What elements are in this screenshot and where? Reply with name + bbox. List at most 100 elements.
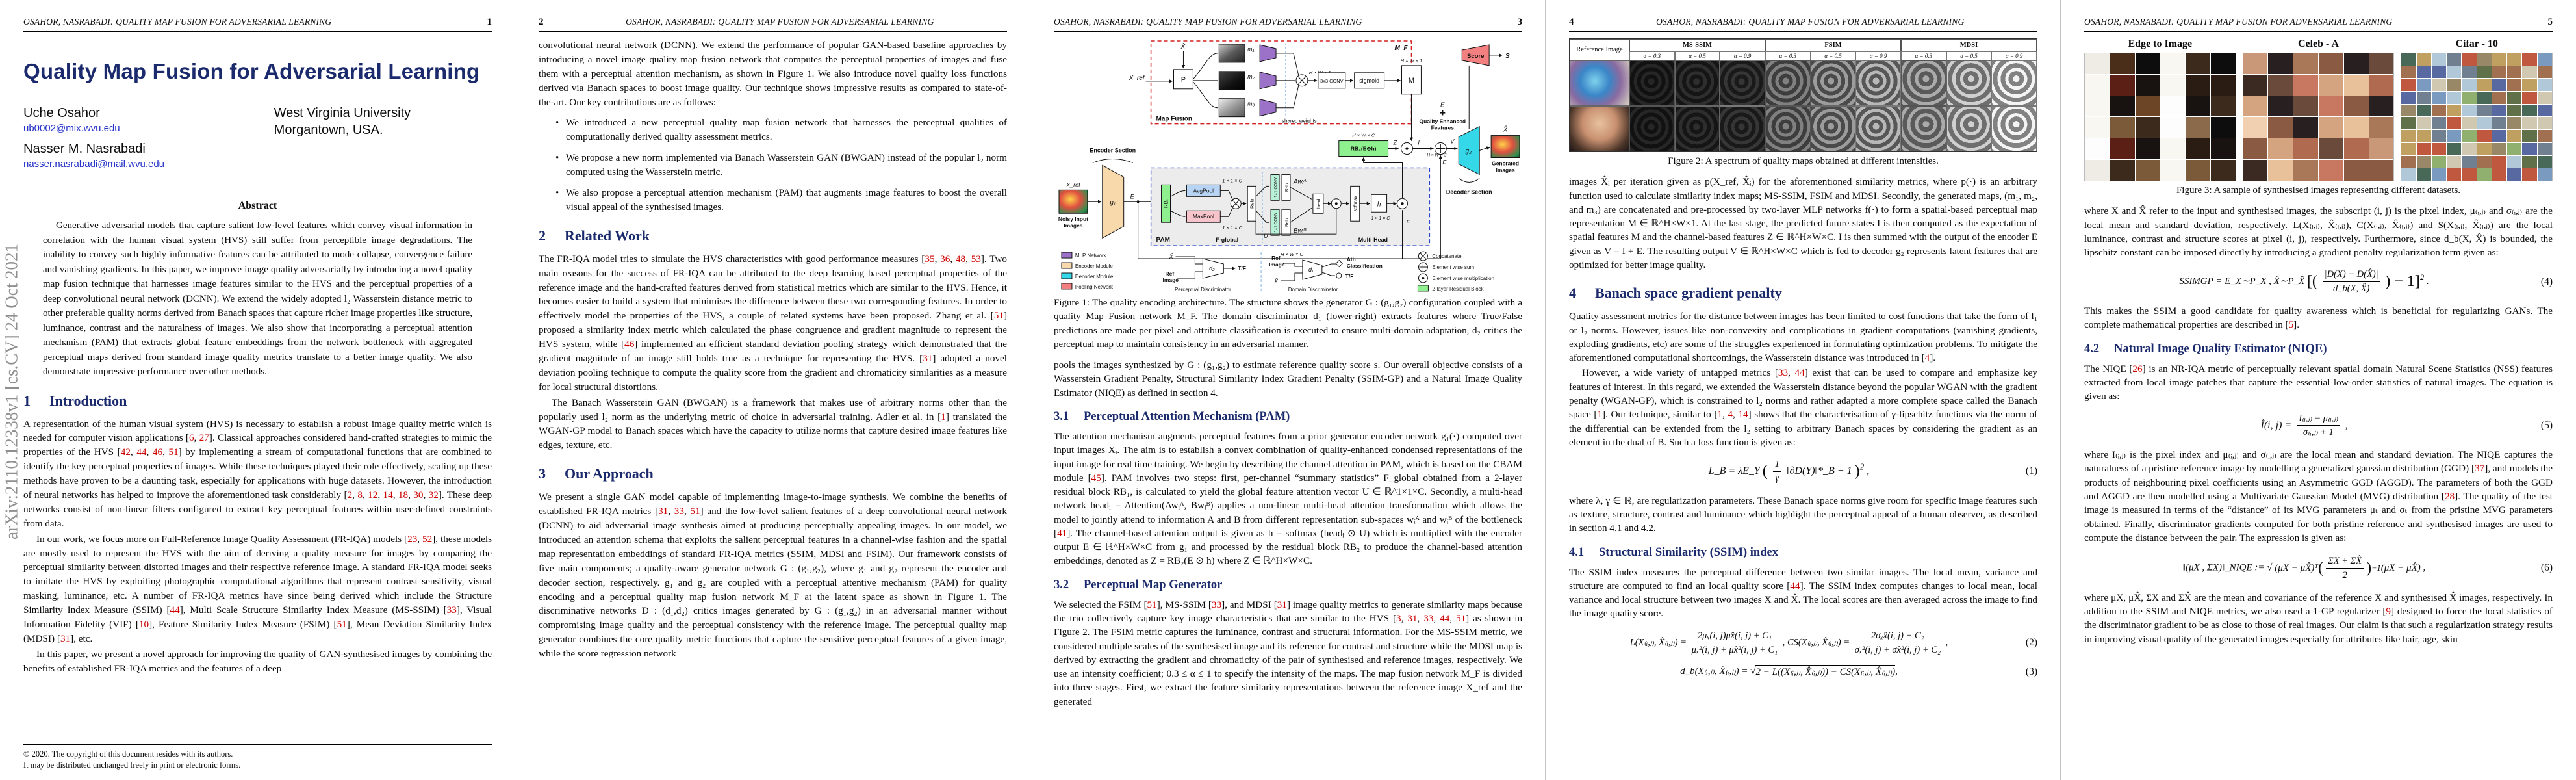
page-3: OSAHOR, NASRABADI: QUALITY MAP FUSION FO… — [1030, 0, 1546, 780]
legend-concat-label: Concatenate — [1432, 254, 1462, 259]
section-4-2-heading: 4.2 Natural Image Quality Estimator (NIQ… — [2084, 343, 2553, 356]
running-head: 2 OSAHOR, NASRABADI: QUALITY MAP FUSION … — [539, 17, 1007, 32]
d2-label: d₂ — [1209, 265, 1215, 272]
eq6-lhs: ‖(μX , ΣX)‖_NIQE := √ — [2182, 562, 2273, 573]
encoder-trapezoid — [1102, 164, 1125, 239]
eq1-denominator: γ — [1775, 473, 1779, 484]
eq6-radicand-post: (μX − μX̂) — [2380, 562, 2421, 573]
pd-xhat-label: X̂ — [1169, 253, 1174, 261]
eq2-denominator1: μₓ²(i, j) + μx̂²(i, j) + C₁ — [1691, 644, 1778, 655]
footnote-line2: It may be distributed unchanged freely i… — [23, 760, 241, 770]
author2-email-link[interactable]: nasser.nasrabadi@mail.wvu.edu — [23, 159, 165, 170]
color-legend: MLP Network Encoder Module Decoder Modul… — [1061, 252, 1114, 290]
plus-icon: ✚ — [1440, 110, 1446, 118]
eq3-number: (3) — [2025, 666, 2037, 678]
affiliation-line2: Morgantown, USA. — [274, 123, 383, 137]
author2-name: Nasser M. Nasrabadi — [23, 142, 146, 156]
fig3-grid-cifar — [2401, 53, 2553, 181]
equation-6: ‖(μX , ΣX)‖_NIQE := √ (μX − μX̂)ᵀ ( ΣX +… — [2084, 554, 2553, 582]
fig2-map-tile — [1855, 60, 1901, 106]
section-3-number: 3 — [539, 465, 546, 482]
eq1-tail: , — [1867, 465, 1870, 477]
running-head-title: OSAHOR, NASRABADI: QUALITY MAP FUSION FO… — [626, 17, 934, 27]
xref-input-label: X_ref — [1065, 181, 1081, 188]
tf-circle-icon — [1336, 272, 1342, 279]
mlp-swatch — [1061, 252, 1073, 259]
noisy-input-thumbnail — [1058, 189, 1088, 214]
fig2-alpha: α = 0.9 — [1720, 51, 1765, 60]
page-4: 4 OSAHOR, NASRABADI: QUALITY MAP FUSION … — [1546, 0, 2061, 780]
skip-connection-lines: H × W × C — [1138, 155, 1443, 259]
ssim-paragraph: The SSIM index measures the perceptual d… — [1569, 566, 2037, 619]
noisy-label-1: Noisy Input — [1058, 216, 1088, 222]
legend-decoder-label: Decoder Module — [1075, 274, 1114, 280]
section-3-2-heading: 3.2 Perceptual Map Generator — [1054, 578, 1522, 592]
page-2: 2 OSAHOR, NASRABADI: QUALITY MAP FUSION … — [515, 0, 1030, 780]
section-1-number: 1 — [23, 392, 31, 409]
z-label: Z — [1393, 140, 1397, 146]
eq2-lhs1: L(X₍ᵢ,ⱼ₎, X̂₍ᵢ,ⱼ₎) = — [1629, 637, 1687, 648]
section-4-2-title: Natural Image Quality Estimator (NIQE) — [2114, 342, 2327, 356]
fig2-map-tile — [1855, 106, 1901, 151]
section-2-title: Related Work — [565, 227, 650, 244]
hw1-label: H × W × 1 — [1309, 70, 1331, 75]
pd-ref-label-1: Ref — [1166, 270, 1175, 277]
running-head-title: OSAHOR, NASRABADI: QUALITY MAP FUSION FO… — [1656, 17, 1965, 27]
legend-mlp-label: MLP Network — [1075, 253, 1106, 259]
intro-paragraph-3: In this paper, we present a novel approa… — [23, 648, 492, 674]
mlp-trapezoid-1 — [1259, 44, 1277, 62]
eq4-tail: . — [2426, 276, 2429, 287]
fig3-panel-celeba: Celeb - A — [2242, 38, 2395, 181]
eq5-number: (5) — [2540, 419, 2553, 431]
section-4-1-number: 4.1 — [1569, 545, 1585, 559]
footnote-line1: © 2020. The copyright of this document r… — [23, 749, 233, 759]
pam-group: PAM F-global Multi Head RB₁ AvgPool MaxP… — [1150, 157, 1431, 246]
sigmoid-label: sigmoid — [1359, 77, 1379, 84]
author1-email-link[interactable]: ub0002@mix.wvu.edu — [23, 123, 120, 134]
paragraph: This makes the SSIM a good candidate for… — [2084, 306, 2553, 331]
eq6-close-paren: ) — [2366, 559, 2372, 577]
hwc-label-c: H × W × C — [1281, 252, 1303, 257]
fig3-panel-edge: Edge to Image — [2084, 38, 2236, 181]
niqe-paragraph-1: The NIQE [26] is an NR-IQA metric of per… — [2084, 363, 2553, 402]
section-3-heading: 3 Our Approach — [539, 465, 1007, 482]
generated-image-thumbnail — [1490, 135, 1520, 158]
fig3-title-cifar: Cifar - 10 — [2455, 38, 2498, 49]
fig3-panel-cifar: Cifar - 10 — [2401, 38, 2553, 181]
m-box-label: M — [1409, 77, 1414, 84]
fig2-reference-bird — [1570, 60, 1629, 106]
eq2-numerator2: 2σₓx̂(i, j) + C₂ — [1854, 630, 1941, 644]
figure3-dataset-samples: Edge to Image Celeb - A Cifar - 10 — [2084, 38, 2553, 181]
relub-label: Relu — [1285, 218, 1290, 227]
figure2-quality-map-grid: Reference Image MS-SSIM FSIM MDSI α = 0.… — [1569, 38, 2037, 152]
closing-paragraph: where μX, μX̂, ΣX and ΣX̂ are the mean a… — [2084, 592, 2553, 645]
mlp-trapezoid-3 — [1259, 99, 1277, 117]
xhat-top-label: X̂ — [1180, 43, 1185, 51]
g2-label: g₂ — [1466, 148, 1472, 155]
dd-caption: Domain Discriminator — [1288, 287, 1338, 292]
eq6-denominator: 2 — [2342, 570, 2347, 581]
section-3-1-title: Perceptual Attention Mechanism (PAM) — [1084, 410, 1290, 423]
i-label: I — [1418, 140, 1420, 146]
residual-swatch — [1417, 285, 1429, 292]
rb2-label: RB₂(E⊙h) — [1351, 146, 1377, 152]
fig2-map-tile — [1720, 60, 1765, 106]
equation-2: L(X₍ᵢ,ⱼ₎, X̂₍ᵢ,ⱼ₎) = 2μₓ(i, j)μx̂(i, j) … — [1569, 630, 2037, 656]
related-work-paragraph-2: The Banach Wasserstein GAN (BWGAN) is a … — [539, 396, 1007, 451]
eq6-tail: , — [2423, 562, 2426, 573]
map-fusion-label: Map Fusion — [1156, 116, 1192, 123]
eq5-tail: , — [2345, 419, 2348, 431]
domain-discriminator: Ref Image X̂ d₁ Attr Classification T/F … — [1269, 255, 1383, 292]
page-1: arXiv:2110.12338v1 [cs.CV] 24 Oct 2021 O… — [0, 0, 515, 780]
encoder-section-label: Encoder Section — [1090, 148, 1136, 154]
legend-mul-label: Element wise multiplication — [1432, 276, 1494, 281]
paragraph: convolutional neural network (DCNN). We … — [539, 40, 1007, 108]
eq4-exponent: 2 — [2419, 273, 2425, 283]
fig2-alpha: α = 0.3 — [1629, 51, 1675, 60]
footnote-rule — [23, 744, 492, 746]
eq5-denominator: σ₍ᵢ,ⱼ₎ + 1 — [2302, 427, 2334, 438]
fig2-alpha: α = 0.9 — [1855, 51, 1901, 60]
relu-label: Relu — [1249, 199, 1255, 209]
